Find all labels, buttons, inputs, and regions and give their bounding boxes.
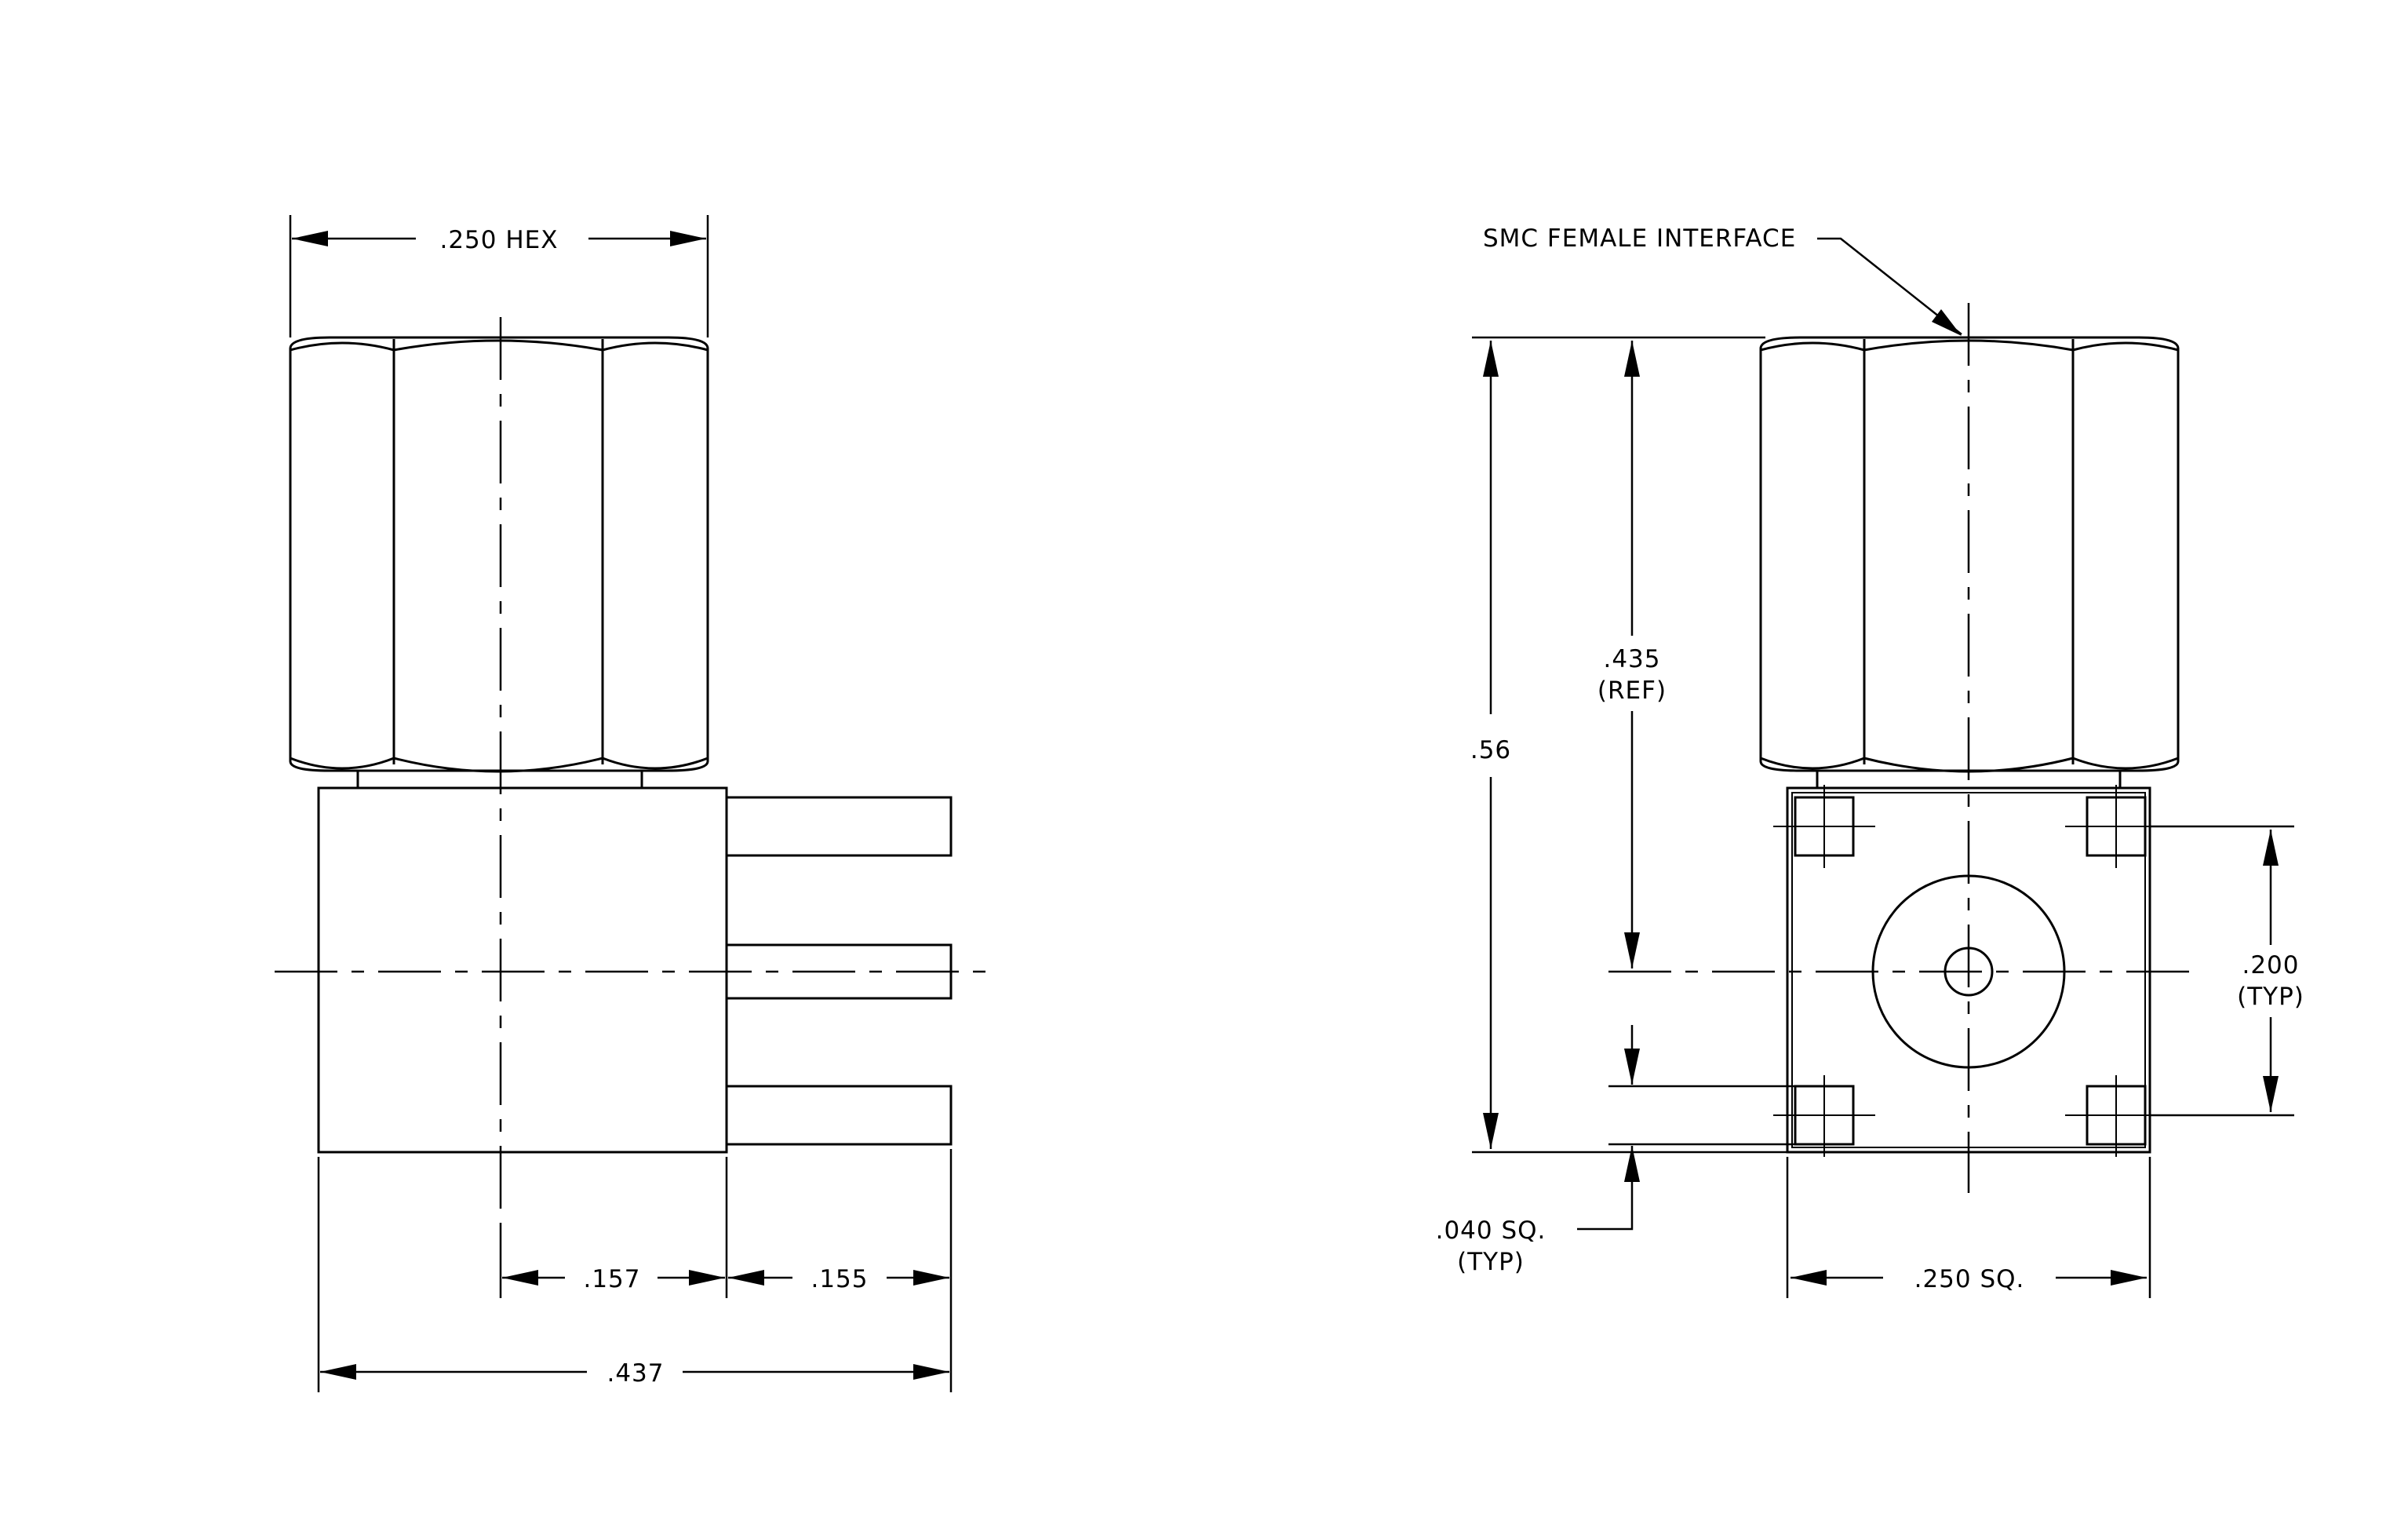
arrowhead <box>1483 341 1499 377</box>
interface-label: SMC FEMALE INTERFACE <box>1483 224 1796 253</box>
arrowhead <box>502 1270 538 1286</box>
arrowhead <box>2263 1076 2279 1112</box>
hex-facet-curve <box>290 757 395 770</box>
arrowhead <box>670 231 706 246</box>
arrowhead <box>320 1364 356 1380</box>
hex-facet-curve <box>393 757 603 773</box>
hex-facet-curve <box>2072 757 2179 770</box>
dimension-435-label: .435 <box>1603 645 1660 673</box>
side-view: .250 HEX .157 .155 .437 <box>275 215 996 1392</box>
hex-facet-curve <box>290 341 395 352</box>
arrowhead <box>1624 1146 1640 1182</box>
arrowhead <box>913 1270 949 1286</box>
pin <box>725 1085 953 1146</box>
dimension-155-label: .155 <box>811 1265 868 1293</box>
front-view: SMC FEMALE INTERFACE .56 .435 (REF) .040… <box>1436 224 2304 1298</box>
arrowhead <box>2263 830 2279 866</box>
pin <box>725 796 953 857</box>
hex-facet-curve <box>2072 341 2179 352</box>
hex-facet-curve <box>393 339 603 352</box>
arrowhead <box>689 1270 725 1286</box>
dimension-200-note: (TYP) <box>2237 983 2304 1011</box>
dimension-435-note: (REF) <box>1597 677 1667 705</box>
hex-facet-curve <box>1760 757 1865 770</box>
dimension-200-label: .200 <box>2242 951 2299 979</box>
arrowhead <box>2111 1270 2147 1286</box>
arrowhead <box>1791 1270 1827 1286</box>
dimension-437-label: .437 <box>607 1359 664 1388</box>
hex-dimension-label: .250 HEX <box>439 226 558 254</box>
dimension-line <box>1577 1146 1634 1231</box>
arrowhead <box>1932 309 1962 336</box>
hex-facet-curve <box>1760 341 1865 352</box>
dimension-250sq-label: .250 SQ. <box>1914 1265 2025 1293</box>
arrowhead <box>1483 1113 1499 1149</box>
arrowhead <box>292 231 328 246</box>
connector-body <box>317 786 728 1154</box>
dimension-56-label: .56 <box>1470 736 1511 764</box>
leader-line <box>1817 237 1962 335</box>
hex-facet-curve <box>602 341 709 352</box>
hex-nut-outline <box>1759 336 2180 772</box>
arrowhead <box>1624 932 1640 968</box>
arrowhead <box>1624 341 1640 377</box>
dimension-040-label: .040 SQ. <box>1436 1216 1546 1245</box>
arrowhead <box>728 1270 764 1286</box>
hex-facet-curve <box>602 757 709 770</box>
dimension-040-note: (TYP) <box>1457 1248 1525 1276</box>
hex-nut-outline <box>289 336 709 772</box>
arrowhead <box>1624 1049 1640 1085</box>
arrowhead <box>913 1364 949 1380</box>
dimension-157-label: .157 <box>583 1265 640 1293</box>
